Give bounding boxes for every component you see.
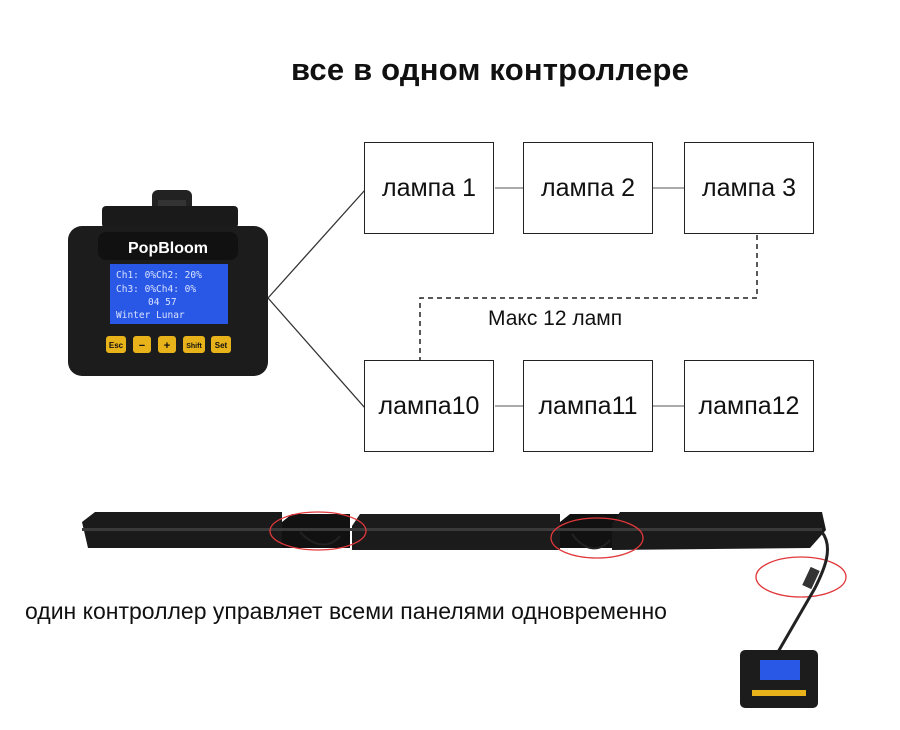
button-plus: + xyxy=(164,340,170,352)
highlight-circle xyxy=(269,511,367,551)
main-controller: PopBloom Ch1: 0%Ch2: 20% Ch3: 0%Ch4: 0% … xyxy=(68,190,268,376)
button-esc: Esc xyxy=(109,341,124,350)
lamp-1: лампа 1 xyxy=(364,142,494,234)
highlight-circle xyxy=(550,517,644,559)
screen-line-2: Ch3: 0%Ch4: 0% xyxy=(116,284,196,295)
page-title: все в одном контроллере xyxy=(290,52,690,87)
highlight-circle xyxy=(755,556,847,598)
controller-brand: PopBloom xyxy=(128,240,208,257)
lamp-11: лампа11 xyxy=(523,360,653,452)
screen-line-3: 04 57 xyxy=(148,297,177,308)
small-controller xyxy=(740,650,818,708)
lamp-2: лампа 2 xyxy=(523,142,653,234)
button-shift: Shift xyxy=(186,343,202,350)
screen-line-4: Winter Lunar xyxy=(116,310,185,321)
button-set: Set xyxy=(215,341,228,350)
button-minus: − xyxy=(139,340,145,352)
screen-line-1: Ch1: 0%Ch2: 20% xyxy=(116,270,202,281)
lamp-10: лампа10 xyxy=(364,360,494,452)
led-panels xyxy=(82,512,826,550)
lamp-3: лампа 3 xyxy=(684,142,814,234)
caption: один контроллер управляет всеми панелями… xyxy=(25,598,667,624)
max-lamps-label: Макс 12 ламп xyxy=(488,307,623,330)
lamp-12: лампа12 xyxy=(684,360,814,452)
